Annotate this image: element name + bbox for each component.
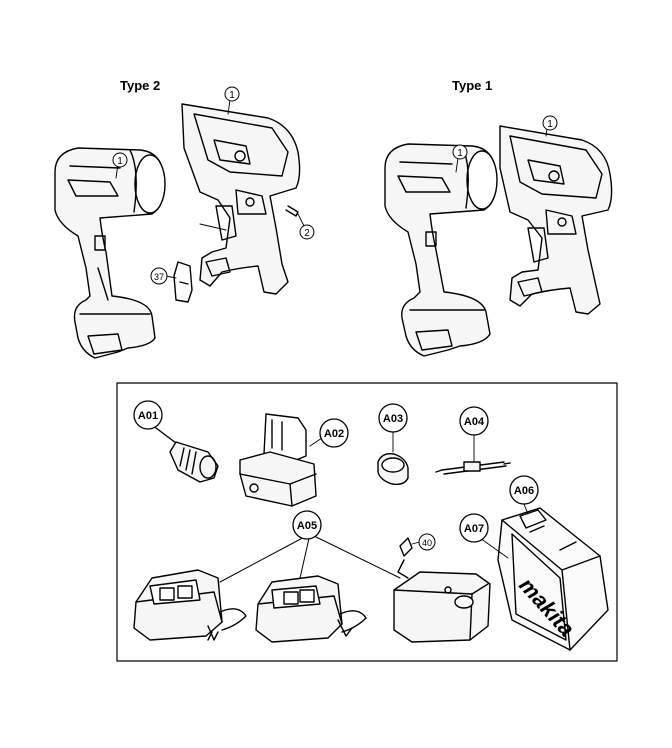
- housing-half-type2: [181, 103, 301, 295]
- drill-housing-type1: [384, 143, 498, 357]
- svg-text:A04: A04: [464, 416, 485, 428]
- accessories-frame: [116, 382, 618, 662]
- ring-part: [377, 452, 409, 486]
- svg-text:2: 2: [304, 228, 310, 239]
- svg-text:A03: A03: [383, 413, 403, 425]
- callout-charger-cord: 40: [418, 533, 436, 551]
- callout-a03: A03: [378, 403, 408, 433]
- callout-switch-clip: 37: [150, 267, 168, 285]
- type-1-label: Type 1: [452, 78, 493, 93]
- svg-text:A06: A06: [514, 485, 534, 497]
- svg-text:A01: A01: [138, 410, 158, 422]
- svg-text:1: 1: [117, 156, 123, 167]
- svg-text:40: 40: [422, 538, 432, 548]
- callout-housing-type2-assembled: 1: [112, 152, 128, 168]
- bit-part: [435, 461, 511, 475]
- svg-text:1: 1: [547, 119, 553, 130]
- callout-housing-type1-half: 1: [542, 115, 558, 131]
- callout-a06: A06: [509, 475, 539, 505]
- callout-housing-type1-assembled: 1: [452, 144, 468, 160]
- callout-a04: A04: [459, 406, 489, 436]
- callout-screw: 2: [299, 224, 315, 240]
- callout-a02: A02: [319, 418, 349, 448]
- callout-a07: A07: [459, 513, 489, 543]
- charger-3-part: [393, 537, 491, 643]
- housing-half-type1: [499, 125, 613, 315]
- screw-part: [285, 205, 299, 217]
- charger-2-part: [255, 575, 367, 643]
- charger-1-part: [133, 569, 247, 641]
- svg-text:1: 1: [229, 90, 235, 101]
- svg-text:37: 37: [154, 272, 164, 282]
- chuck-part: [155, 427, 219, 483]
- drill-housing-type2: [54, 147, 166, 359]
- callout-housing-type2-half: 1: [224, 86, 240, 102]
- switch-clip-part: [173, 261, 193, 303]
- svg-text:1: 1: [457, 148, 463, 159]
- carrying-case-part: [497, 507, 609, 651]
- svg-text:A07: A07: [464, 523, 484, 535]
- battery-part: [239, 413, 317, 507]
- svg-text:A02: A02: [324, 428, 344, 440]
- type-2-label: Type 2: [120, 78, 161, 93]
- svg-text:A05: A05: [297, 520, 317, 532]
- callout-a05: A05: [292, 510, 322, 540]
- callout-a01: A01: [133, 400, 163, 430]
